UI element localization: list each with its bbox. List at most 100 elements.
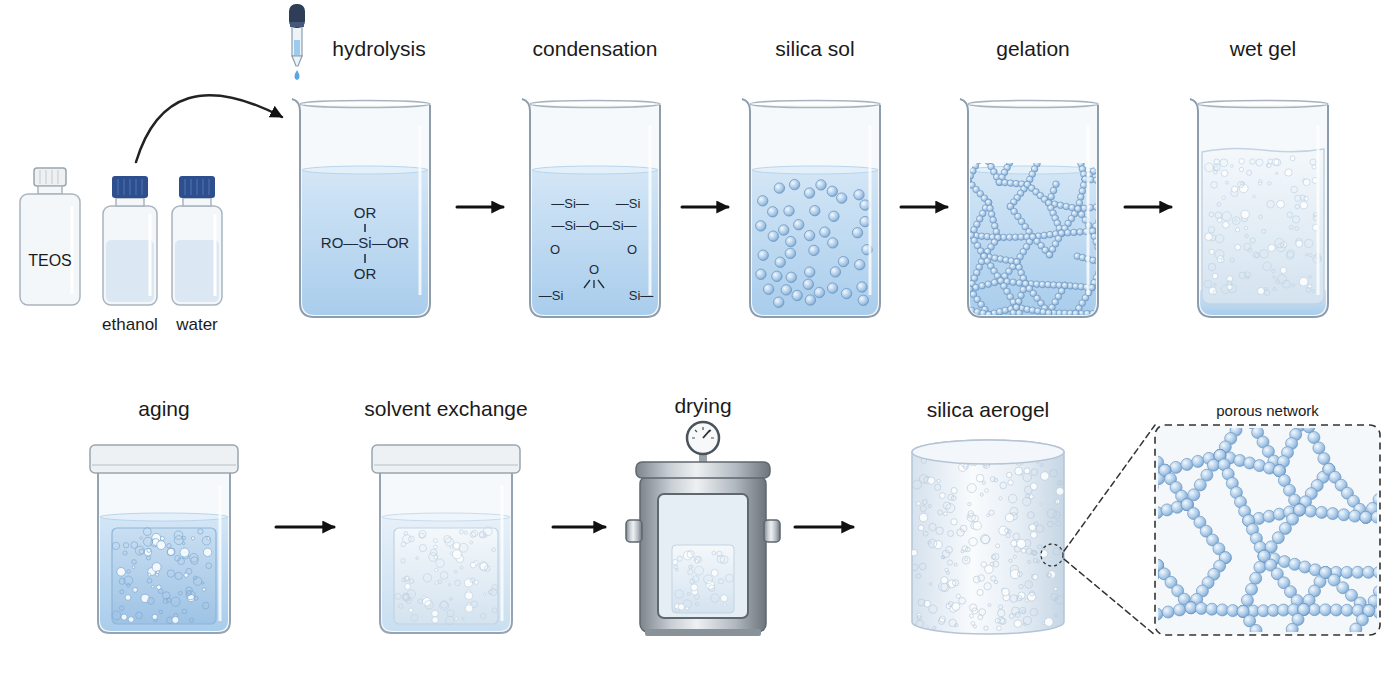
pore-dot: [184, 573, 188, 577]
pore-dot: [1030, 532, 1037, 539]
pore-dot: [999, 497, 1002, 500]
bottle-body: [172, 206, 222, 305]
pore-dot: [171, 597, 180, 606]
pore-dot: [402, 578, 406, 582]
step-label: water: [176, 315, 218, 335]
beaker-front: [522, 99, 660, 317]
pore-dot: [1002, 588, 1010, 596]
silica-particle: [772, 271, 782, 281]
pore-dot: [143, 528, 151, 536]
pore-dot: [163, 592, 171, 600]
silica-bead: [979, 283, 986, 290]
pore-dot: [984, 583, 991, 590]
pore-dot: [1232, 217, 1240, 225]
pore-dot: [180, 548, 189, 557]
pore-dot: [1010, 507, 1018, 515]
pore-dot: [971, 622, 975, 626]
pore-dot: [973, 522, 981, 530]
pore-network: [1158, 428, 1377, 632]
pore-dot: [933, 626, 936, 629]
bottle-neck: [183, 198, 211, 206]
silica-bead: [1016, 280, 1023, 287]
pore-dot: [1245, 226, 1248, 229]
autoclave: [626, 422, 780, 636]
vessel-knob: [764, 520, 780, 542]
silica-particle: [827, 186, 837, 196]
pore-dot: [452, 550, 461, 559]
pore-dot: [1230, 258, 1234, 262]
zoom-spot: [1041, 544, 1063, 566]
pore-dot: [1209, 249, 1214, 254]
pore-dot: [1030, 591, 1035, 596]
silica-bead: [1308, 432, 1320, 444]
pore-dot: [1223, 222, 1230, 229]
pore-dot: [411, 614, 418, 621]
silica-bead: [1046, 251, 1053, 258]
pore-dot: [464, 579, 472, 587]
pore-dot: [999, 526, 1008, 535]
pore-dot: [175, 556, 181, 562]
vessel-base: [645, 629, 761, 636]
pore-dot: [982, 481, 985, 484]
vessel-knob: [626, 520, 642, 542]
pore-dot: [1221, 170, 1228, 177]
pore-dot: [1305, 253, 1308, 256]
pore-dot: [949, 619, 957, 627]
pore-dot: [1299, 277, 1308, 286]
liquid: [302, 170, 428, 315]
silica-bead: [1341, 604, 1353, 616]
pore-dot: [1255, 253, 1259, 257]
silica-bead: [1010, 279, 1017, 286]
pore-dot: [951, 488, 957, 494]
silica-particle: [768, 231, 778, 241]
silica-bead: [1263, 510, 1275, 522]
silica-bead: [1063, 203, 1070, 210]
bottle-neck: [116, 198, 144, 206]
pore-dot: [1215, 212, 1222, 219]
pore-dot: [147, 598, 154, 605]
dropper-collar: [290, 22, 304, 27]
pore-dot: [978, 615, 983, 620]
pore-dot: [1211, 182, 1218, 189]
liquid-surface: [100, 513, 228, 521]
pore-dot: [147, 578, 152, 583]
pore-dot: [1025, 581, 1033, 589]
silica-bead: [985, 311, 992, 315]
bottle-neck: [38, 186, 62, 194]
silica-bead: [1078, 194, 1085, 201]
silica-bead: [1250, 624, 1262, 632]
formula-text: —Si—O—Si—: [551, 219, 636, 233]
pore-dot: [133, 588, 138, 593]
silica-bead: [1373, 566, 1377, 578]
pore-dot: [1220, 159, 1228, 167]
water-bottle-drawing: [172, 176, 222, 305]
pore-dot: [1036, 525, 1044, 533]
pore-dot: [970, 614, 974, 618]
pore-dot: [147, 548, 151, 552]
pore-dot: [1205, 233, 1213, 241]
pore-dot: [1300, 201, 1308, 209]
pore-dot: [492, 608, 497, 613]
pore-dot: [1296, 240, 1303, 247]
pore-dot: [938, 510, 943, 515]
pore-dot: [139, 549, 144, 554]
pore-dot: [419, 545, 426, 552]
pore-dot: [967, 513, 975, 521]
solvent-exchange-jar: solvent exchange: [372, 445, 520, 635]
silica-bead: [1174, 604, 1186, 616]
pore-dot: [978, 575, 985, 582]
pore-dot: [479, 562, 488, 571]
gel-texture: [395, 527, 498, 625]
pore-dot: [968, 515, 970, 517]
pore-dot: [1303, 179, 1310, 186]
pore-dot: [1009, 559, 1012, 562]
silica-particle: [785, 248, 795, 258]
beaker-front: [1190, 99, 1328, 317]
silica-particle: [792, 290, 802, 300]
drying-vessel: drying: [626, 462, 780, 637]
silica-bead: [985, 199, 992, 206]
pore-dot: [1214, 284, 1217, 287]
silica-bead: [985, 281, 992, 288]
silica-bead: [1057, 202, 1064, 209]
pore-dot: [929, 583, 932, 586]
